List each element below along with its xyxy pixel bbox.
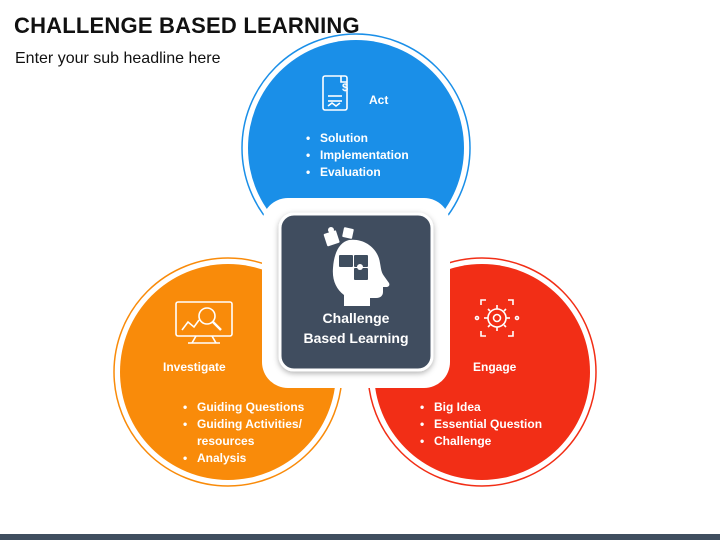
- list-item: Essential Question: [420, 416, 542, 433]
- monitor-search-icon: [175, 301, 233, 344]
- page-subtitle: Enter your sub headline here: [15, 50, 221, 67]
- list-item: Implementation: [306, 147, 409, 164]
- list-item: Evaluation: [306, 164, 409, 181]
- list-item: Guiding Questions: [183, 399, 304, 416]
- page-title: CHALLENGE BASED LEARNING: [14, 13, 360, 38]
- investigate-list: Guiding Questions Guiding Activities/ re…: [183, 399, 304, 467]
- footer-bar: [0, 534, 720, 540]
- list-item: Big Idea: [420, 399, 542, 416]
- list-item: Challenge: [420, 433, 542, 450]
- act-list: Solution Implementation Evaluation: [306, 130, 409, 181]
- list-item: Analysis: [183, 450, 304, 467]
- list-item: Guiding Activities/: [183, 416, 304, 433]
- list-item: resources: [197, 434, 255, 448]
- head-puzzle-icon: [323, 227, 390, 306]
- list-item: Solution: [306, 130, 409, 147]
- act-label: Act: [369, 93, 389, 107]
- engage-list: Big Idea Essential Question Challenge: [420, 399, 542, 450]
- dollar-glyph: $: [342, 82, 348, 94]
- center-label-line2: Based Learning: [303, 330, 409, 346]
- engage-label: Engage: [473, 360, 517, 374]
- gear-network-icon: [474, 299, 520, 337]
- center-label: Challenge Based Learning: [282, 308, 430, 348]
- document-dollar-icon: [322, 75, 348, 111]
- center-label-line1: Challenge: [322, 310, 390, 326]
- investigate-label: Investigate: [163, 360, 226, 374]
